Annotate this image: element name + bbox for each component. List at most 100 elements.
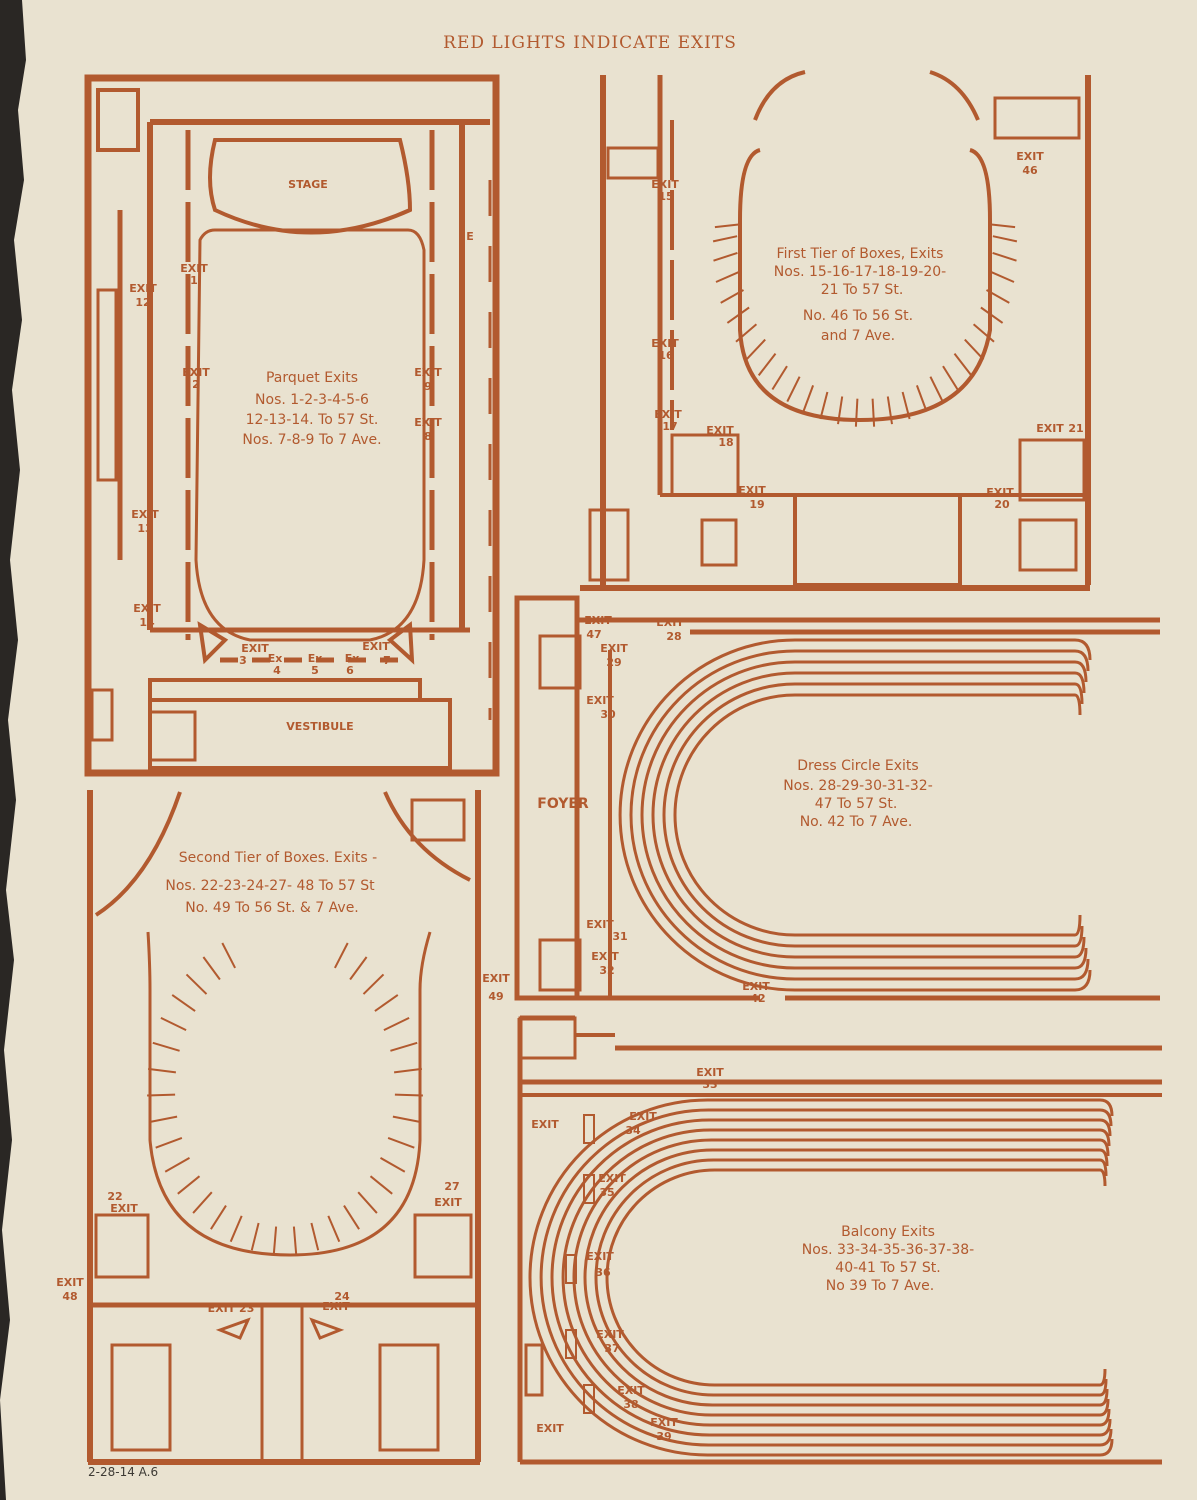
balcony-line-1: Balcony Exits (841, 1224, 935, 1240)
dress-circle-line-2: Nos. 28-29-30-31-32- (783, 778, 933, 794)
box-divider (713, 251, 738, 262)
exit-4-word: Ex (268, 652, 283, 665)
exit-9-word: EXIT (414, 366, 442, 379)
box-divider (149, 1115, 178, 1123)
box-divider (990, 270, 1015, 283)
exit-22-number: 22 (107, 1190, 122, 1203)
exit-12-word: EXIT (129, 282, 157, 295)
seat-row (583, 1148, 1100, 1407)
seat-row (572, 1138, 1100, 1417)
exit-32-number: 32 (599, 964, 614, 977)
vestibule-label: VESTIBULE (286, 720, 353, 733)
exit-16-number: 16 (658, 349, 674, 362)
balcony-stair-top (518, 1016, 577, 1060)
exit-12-number: 12 (135, 296, 150, 309)
parquet-labels: STAGE VESTIBULE Parquet Exits Nos. 1-2-3… (129, 178, 474, 733)
box-divider (392, 1115, 421, 1123)
second-tier-stair-23 (215, 1317, 251, 1340)
box-divider (343, 1205, 360, 1230)
second-tier-line-2: Nos. 22-23-24-27- 48 To 57 St (165, 878, 375, 894)
exit-20-word: EXIT (986, 486, 1014, 499)
exit-23-label: EXIT 23 (208, 1302, 255, 1315)
second-tier-plan (87, 790, 481, 1465)
box-divider (886, 396, 893, 425)
exit-37-word: EXIT (596, 1328, 624, 1341)
dress-circle-plan (514, 595, 1160, 1001)
row-end (1099, 1158, 1108, 1177)
parquet-line-2: 12-13-14. To 57 St. (246, 412, 379, 428)
dress-circle-seat-rows (618, 638, 1092, 992)
box-divider (387, 1136, 415, 1149)
seat-row (651, 671, 1075, 959)
first-tier-line-1: First Tier of Boxes, Exits (777, 246, 944, 262)
second-tier-line-3: No. 49 To 56 St. & 7 Ave. (185, 900, 359, 916)
exit-13-number: 13 (137, 522, 152, 535)
box-divider (992, 235, 1018, 243)
first-tier-line-3: 21 To 57 St. (821, 282, 904, 298)
first-tier-stair-21 (1018, 438, 1086, 502)
box-divider (202, 956, 221, 981)
box-divider (221, 942, 236, 969)
exit-7-word: EXIT (362, 640, 390, 653)
exit-29-word: EXIT (600, 642, 628, 655)
box-divider (171, 994, 196, 1012)
box-divider (147, 1067, 177, 1074)
exit-36-word: EXIT (586, 1250, 614, 1263)
row-end (1099, 1168, 1107, 1187)
exit-36-number: 36 (595, 1266, 611, 1279)
dress-circle-line-3: 47 To 57 St. (815, 796, 898, 812)
box-divider (735, 323, 758, 343)
box-divider (374, 994, 399, 1012)
balcony-line-4: No 39 To 7 Ave. (826, 1278, 934, 1294)
row-end (1074, 958, 1090, 981)
row-end (1074, 936, 1086, 959)
row-end (1099, 1398, 1110, 1417)
exit-32-word: EXIT (591, 950, 619, 963)
box-divider (152, 1041, 180, 1052)
row-end (1074, 947, 1088, 970)
exit-33-word: EXIT (696, 1066, 724, 1079)
exit-20-number: 20 (994, 498, 1010, 511)
seat-row (561, 1128, 1100, 1427)
second-tier-line-1: Second Tier of Boxes. Exits - (179, 850, 377, 866)
box-divider (712, 235, 738, 243)
box-divider (393, 1067, 423, 1074)
parquet-line-1: Nos. 1-2-3-4-5-6 (255, 392, 369, 408)
exit-24-word: EXIT (322, 1300, 350, 1313)
exit-34-word: EXIT (629, 1110, 657, 1123)
box-divider (362, 973, 385, 995)
seat-row (528, 1098, 1100, 1457)
box-divider (390, 1041, 418, 1052)
box-divider (177, 1175, 201, 1195)
first-tier-labels: First Tier of Boxes, Exits Nos. 15-16-17… (651, 150, 1083, 511)
torn-edge (0, 0, 26, 1500)
exit-42-number: 42 (750, 992, 765, 1005)
row-end (1099, 1098, 1114, 1117)
second-tier-horseshoe (146, 931, 432, 1257)
box-divider (229, 1215, 243, 1243)
box-divider (745, 338, 766, 361)
box-divider (383, 1016, 410, 1032)
exit-38-number: 38 (623, 1398, 638, 1411)
dress-circle-stair-top (538, 634, 582, 690)
box-divider (380, 1157, 406, 1173)
exit-5-word: Ex (308, 652, 323, 665)
first-tier-box-dividers (712, 223, 1018, 427)
first-tier-line-2: Nos. 15-16-17-18-19-20- (774, 264, 946, 280)
parquet-orchestra (194, 228, 426, 642)
exit-8-number: 8 (424, 430, 432, 443)
balcony-exit-door-left-bottom (524, 1343, 544, 1397)
row-end (1099, 1118, 1112, 1137)
box-divider (964, 338, 985, 361)
exit-35-word: EXIT (598, 1172, 626, 1185)
box-divider (901, 391, 911, 420)
box-divider (720, 289, 744, 304)
box-divider (837, 396, 844, 425)
second-tier-box-upper-right (410, 798, 466, 842)
box-divider (164, 1157, 190, 1173)
dress-circle-line-4: No. 42 To 7 Ave. (800, 814, 913, 830)
box-divider (394, 1093, 423, 1097)
exit-47-number: 47 (586, 628, 601, 641)
seat-row (629, 649, 1075, 981)
exit-46-word: EXIT (1016, 150, 1044, 163)
